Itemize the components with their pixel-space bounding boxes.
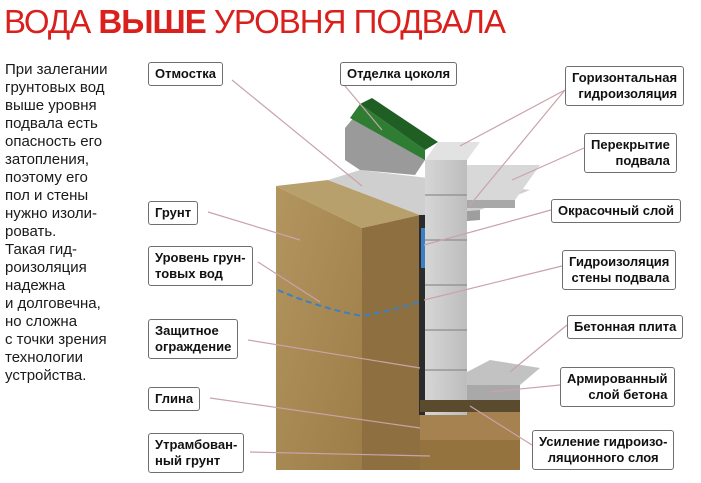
label-line: Гидроизоляция: [569, 254, 670, 269]
intro-line: с точки зрения: [5, 331, 107, 348]
intro-line: выше уровня: [5, 97, 97, 114]
plinth-top: [350, 104, 425, 160]
label-otmostka: Отмостка: [148, 62, 224, 86]
label-line: ограждение: [155, 339, 232, 354]
label-compacted-soil: Утрамбован-ный грунт: [148, 433, 245, 473]
label-line: Армированный: [567, 371, 668, 386]
basement-ceiling-edge: [467, 200, 515, 208]
label-line: Перекрытие: [591, 137, 670, 152]
label-line: подвала: [615, 153, 670, 168]
label-line: товых вод: [155, 266, 223, 281]
intro-line: технологии: [5, 349, 84, 366]
title-part-1: ВОДА: [4, 3, 99, 40]
intro-line: Такая гид-: [5, 241, 77, 258]
intro-line: пол и стены: [5, 187, 89, 204]
label-line: гидроизоляция: [578, 86, 678, 101]
basement-ceiling: [467, 165, 540, 200]
label-line: Отделка цоколя: [347, 66, 451, 81]
intro-line: затопления,: [5, 151, 90, 168]
label-line: Усиление гидроизо-: [539, 434, 668, 449]
intro-line: подвала есть: [5, 115, 98, 132]
wall-column: [425, 160, 467, 415]
label-line: ный грунт: [155, 453, 221, 468]
label-concrete-slab: Бетонная плита: [567, 315, 684, 339]
intro-line: нужно изоли-: [5, 205, 98, 222]
label-line: слой бетона: [588, 387, 668, 402]
title-part-2-bold: ВЫШЕ: [98, 3, 206, 40]
label-line: Уровень грун-: [155, 250, 246, 265]
soil-top-face: [276, 180, 420, 228]
label-line: Отмостка: [155, 66, 217, 81]
soil-side-face: [362, 215, 420, 470]
label-line: Грунт: [155, 205, 192, 220]
label-line: Утрамбован-: [155, 437, 238, 452]
intro-line: и долговечна,: [5, 295, 101, 312]
paint-layer: [421, 228, 425, 268]
intro-line: опасность его: [5, 133, 103, 150]
wall-top: [425, 142, 480, 160]
label-paint-layer: Окрасочный слой: [551, 199, 681, 223]
groundwater-line: [277, 289, 421, 318]
soil-front-face: [276, 186, 362, 470]
intro-line: роизоляция: [5, 259, 87, 276]
label-line: Защитное: [155, 323, 219, 338]
label-clay: Глина: [148, 387, 201, 411]
label-line: стены подвала: [571, 270, 670, 285]
wall-waterproofing: [419, 215, 425, 415]
intro-line: надежна: [5, 277, 66, 294]
plinth-top-dark: [360, 98, 438, 150]
page-title: ВОДА ВЫШЕ УРОВНЯ ПОДВАЛА: [4, 2, 506, 42]
label-line: ляционного слоя: [547, 450, 659, 465]
concrete-slab: [467, 360, 540, 385]
intro-line: ровать.: [5, 223, 57, 240]
intro-line: но сложна: [5, 313, 78, 330]
compacted-soil: [420, 440, 520, 470]
leader-lines: [207, 79, 585, 457]
label-line: Окрасочный слой: [558, 203, 674, 218]
label-groundwater-level: Уровень грун-товых вод: [148, 246, 253, 286]
intro-line: устройства.: [5, 367, 87, 384]
intro-line: При залегании: [5, 61, 108, 78]
intro-line: поэтому его: [5, 169, 88, 186]
label-line: Глина: [155, 391, 194, 406]
label-line: Горизонтальная: [572, 70, 678, 85]
title-part-3: УРОВНЯ ПОДВАЛА: [205, 3, 506, 40]
reinforced-concrete: [467, 385, 520, 400]
label-line: Бетонная плита: [574, 319, 677, 334]
label-waterproofing-reinforcement: Усиление гидроизо-ляционного слоя: [532, 430, 675, 470]
intro-line: грунтовых вод: [5, 79, 105, 96]
label-otdelka-tsokolya: Отделка цоколя: [340, 62, 458, 86]
label-grunt: Грунт: [148, 201, 199, 225]
